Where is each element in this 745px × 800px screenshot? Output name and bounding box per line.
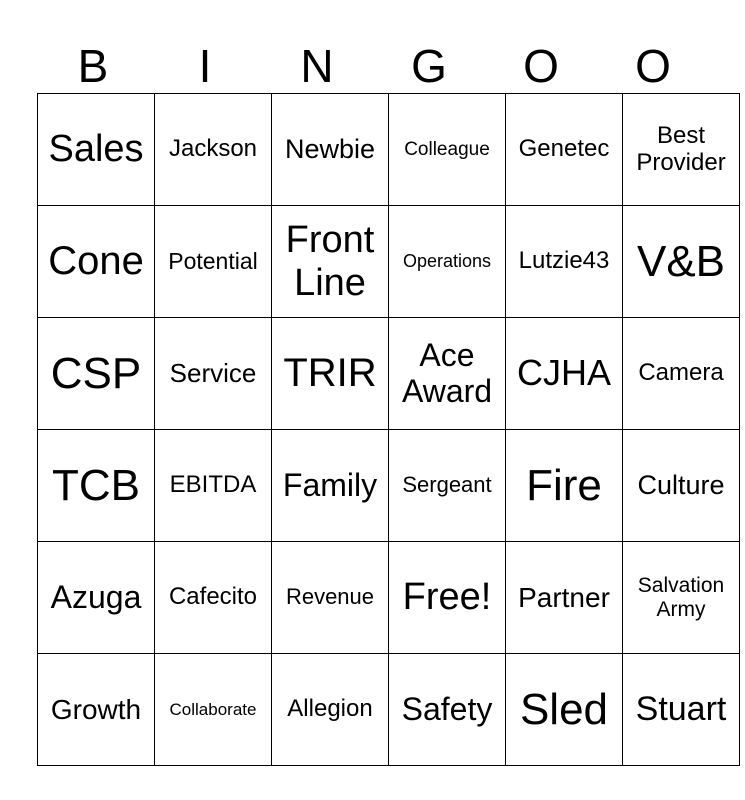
bingo-cell[interactable]: Genetec bbox=[505, 93, 623, 206]
bingo-cell[interactable]: Jackson bbox=[154, 93, 272, 206]
bingo-cell[interactable]: Family bbox=[271, 429, 389, 542]
bingo-cell[interactable]: Cone bbox=[37, 205, 155, 318]
bingo-header: B I N G O O bbox=[37, 38, 709, 94]
bingo-cell[interactable]: Sled bbox=[505, 653, 623, 766]
header-letter: G bbox=[411, 40, 447, 92]
bingo-cell[interactable]: Sales bbox=[37, 93, 155, 206]
header-letter: O bbox=[523, 40, 559, 92]
bingo-cell[interactable]: Safety bbox=[388, 653, 506, 766]
bingo-cell[interactable]: Revenue bbox=[271, 541, 389, 654]
header-letter: N bbox=[300, 40, 334, 92]
bingo-cell[interactable]: Partner bbox=[505, 541, 623, 654]
bingo-cell[interactable]: Front Line bbox=[271, 205, 389, 318]
bingo-cell[interactable]: Lutzie43 bbox=[505, 205, 623, 318]
bingo-cell[interactable]: Azuga bbox=[37, 541, 155, 654]
bingo-cell[interactable]: Growth bbox=[37, 653, 155, 766]
bingo-cell[interactable]: Ace Award bbox=[388, 317, 506, 430]
bingo-cell[interactable]: Salvation Army bbox=[622, 541, 740, 654]
header-letter: B bbox=[77, 40, 109, 92]
bingo-cell[interactable]: Colleague bbox=[388, 93, 506, 206]
bingo-cell[interactable]: Collaborate bbox=[154, 653, 272, 766]
bingo-cell[interactable]: Newbie bbox=[271, 93, 389, 206]
bingo-cell[interactable]: EBITDA bbox=[154, 429, 272, 542]
bingo-cell[interactable]: TRIR bbox=[271, 317, 389, 430]
bingo-cell[interactable]: Operations bbox=[388, 205, 506, 318]
bingo-cell[interactable]: CSP bbox=[37, 317, 155, 430]
bingo-cell[interactable]: V&B bbox=[622, 205, 740, 318]
bingo-cell[interactable]: CJHA bbox=[505, 317, 623, 430]
bingo-cell[interactable]: Camera bbox=[622, 317, 740, 430]
bingo-cell[interactable]: Culture bbox=[622, 429, 740, 542]
bingo-cell[interactable]: Potential bbox=[154, 205, 272, 318]
bingo-cell[interactable]: Best Provider bbox=[622, 93, 740, 206]
bingo-cell[interactable]: TCB bbox=[37, 429, 155, 542]
bingo-cell[interactable]: Fire bbox=[505, 429, 623, 542]
bingo-cell[interactable]: Sergeant bbox=[388, 429, 506, 542]
bingo-cell[interactable]: Service bbox=[154, 317, 272, 430]
header-letter: I bbox=[198, 40, 212, 92]
bingo-cell[interactable]: Allegion bbox=[271, 653, 389, 766]
bingo-cell[interactable]: Cafecito bbox=[154, 541, 272, 654]
header-letter: O bbox=[635, 40, 671, 92]
bingo-cell[interactable]: Free! bbox=[388, 541, 506, 654]
bingo-cell[interactable]: Stuart bbox=[622, 653, 740, 766]
